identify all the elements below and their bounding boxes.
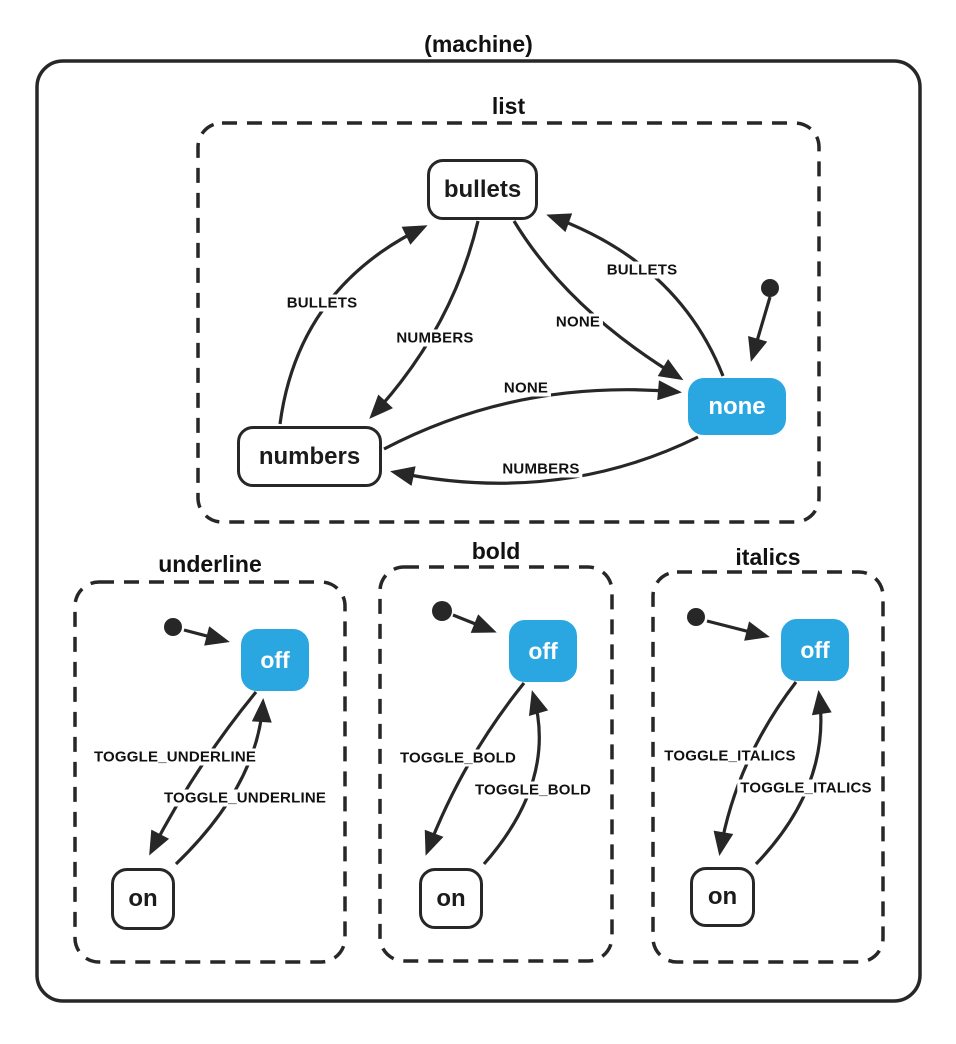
region-box-list [196, 121, 821, 524]
transition-label-bullets-none[interactable]: NONE [552, 313, 604, 331]
initial-state-dot-bold [432, 601, 452, 621]
state-bullets[interactable]: bullets [427, 159, 538, 220]
arrow-numbers-to-bullets [278, 225, 428, 425]
transition-label-none-numbers[interactable]: NUMBERS [499, 460, 583, 478]
arrow-initial-to-bold-off [452, 613, 497, 633]
arrow-bold-on-to-off [482, 690, 549, 866]
transition-label-italics-on-off[interactable]: TOGGLE_ITALICS [737, 779, 875, 797]
state-underline-off[interactable]: off [241, 629, 309, 691]
arrow-numbers-to-none [383, 380, 682, 451]
state-none[interactable]: none [688, 378, 786, 435]
machine-title: (machine) [424, 31, 533, 57]
arrow-bold-off-to-on [424, 681, 526, 856]
arrow-underline-off-to-on [149, 690, 258, 856]
arrow-underline-on-to-off [174, 698, 272, 866]
transition-label-bold-off-on[interactable]: TOGGLE_BOLD [396, 749, 520, 767]
region-title-bold: bold [471, 538, 521, 564]
transition-label-italics-off-on[interactable]: TOGGLE_ITALICS [661, 747, 799, 765]
arrow-initial-to-italics-off [706, 619, 770, 641]
arrow-italics-off-to-on [713, 681, 798, 856]
transition-label-bullets-numbers[interactable]: NUMBERS [393, 329, 477, 347]
state-italics-off[interactable]: off [781, 619, 849, 681]
arrow-bullets-to-numbers [369, 220, 480, 419]
region-title-italics: italics [735, 544, 801, 570]
transition-label-underline-on-off[interactable]: TOGGLE_UNDERLINE [160, 789, 330, 807]
state-bold-off[interactable]: off [509, 620, 577, 682]
initial-state-dot-italics [687, 608, 705, 626]
arrow-none-to-bullets [546, 213, 725, 377]
state-bold-on[interactable]: on [419, 868, 483, 929]
arrow-bullets-to-none [512, 220, 684, 381]
region-box-underline [73, 580, 347, 964]
arrow-initial-to-underline-off [183, 626, 230, 646]
transition-label-underline-off-on[interactable]: TOGGLE_UNDERLINE [90, 748, 260, 766]
machine-boundary [35, 59, 922, 1003]
initial-state-dot-list [761, 279, 779, 297]
state-underline-on[interactable]: on [111, 868, 175, 930]
region-title-list: list [491, 93, 526, 119]
transition-label-none-bullets[interactable]: BULLETS [603, 261, 681, 279]
region-title-underline: underline [158, 551, 262, 577]
arrow-initial-to-none [748, 296, 772, 362]
initial-state-dot-underline [164, 618, 182, 636]
state-italics-on[interactable]: on [690, 867, 755, 927]
arrow-none-to-numbers [390, 435, 699, 486]
state-numbers[interactable]: numbers [237, 426, 382, 487]
transition-label-bold-on-off[interactable]: TOGGLE_BOLD [471, 781, 595, 799]
region-box-italics [651, 570, 885, 964]
transition-label-numbers-none[interactable]: NONE [500, 379, 552, 397]
transition-label-numbers-bullets[interactable]: BULLETS [283, 294, 361, 312]
